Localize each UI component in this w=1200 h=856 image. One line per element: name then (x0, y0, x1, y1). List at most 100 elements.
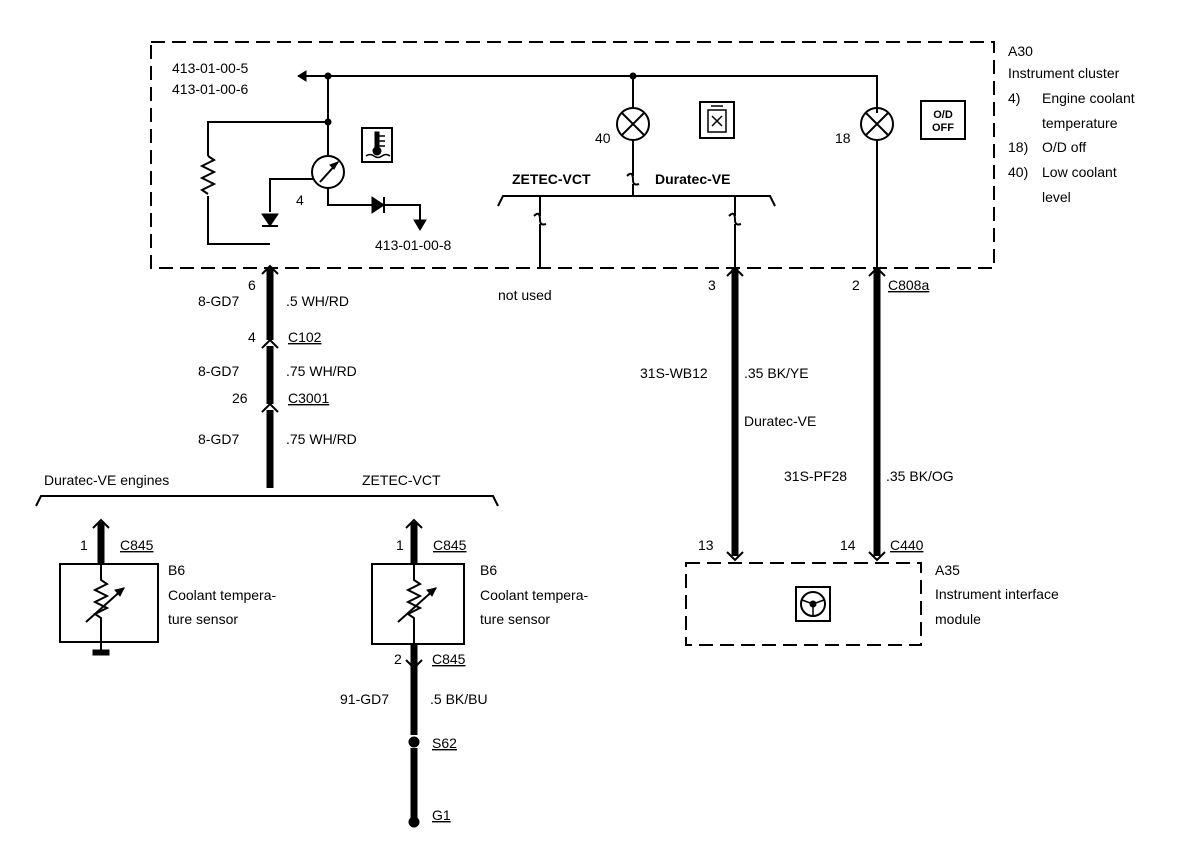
od-off-label-2: OFF (932, 122, 954, 134)
resistor-loop (207, 121, 328, 245)
wire-break-icon (533, 212, 547, 226)
ground-icon (92, 649, 110, 656)
sensor-b-name-2: ture sensor (480, 611, 550, 627)
connector-c3001-mark (261, 402, 279, 413)
connector-c3001: C3001 (288, 390, 329, 406)
connector-c102: C102 (288, 329, 322, 345)
pin-4: 4 (248, 329, 256, 345)
connector-c808a: C808a (888, 277, 929, 293)
sensor-b-pin-1: 1 (396, 537, 404, 553)
supply-line (298, 75, 878, 113)
sensor-a-box (59, 563, 159, 643)
lamp18-pin-label: 18 (835, 130, 851, 146)
a30-item-18-line1: O/D off (1042, 139, 1086, 155)
sensor-a-code: B6 (168, 562, 185, 578)
instrument-interface-module-boundary (685, 562, 922, 646)
a30-item-4-num: 4) (1008, 90, 1020, 106)
a30-item-40-line1: Low coolant (1042, 164, 1117, 180)
instrument-cluster-boundary (150, 41, 995, 269)
splice-s62: S62 (432, 735, 457, 751)
a30-item-40-line2: level (1042, 189, 1071, 205)
ref-413-01-00-8: 413-01-00-8 (375, 237, 451, 253)
lamp40-pin-label: 40 (595, 130, 611, 146)
steering-wheel-icon (800, 591, 826, 617)
thermistor-icon (85, 564, 125, 650)
diode-icon (261, 213, 279, 227)
wire-2-code: 8-GD7 (198, 363, 239, 379)
wire-6-spec: .5 BK/BU (430, 691, 488, 707)
sensor-a-pin-1: 1 (80, 537, 88, 553)
pin-6: 6 (248, 277, 256, 293)
ref-413-01-00-6: 413-01-00-6 (172, 81, 248, 97)
wire-3-spec: .75 WH/RD (286, 431, 357, 447)
sensor-b-connector-2: C845 (432, 651, 466, 667)
connector-c440: C440 (890, 537, 924, 553)
connector-mark (868, 551, 886, 562)
od-off-indicator-icon (920, 100, 966, 140)
connector-mark (726, 266, 744, 277)
ref-arrow-icon (413, 219, 427, 231)
wire-4-code: 31S-WB12 (640, 365, 708, 381)
bottom-branch-left: Duratec-VE engines (44, 472, 169, 488)
a35-name-2: module (935, 611, 981, 627)
top-branch-left: ZETEC-VCT (512, 171, 591, 187)
gauge-needle-head-icon (329, 161, 340, 170)
sensor-a-connector: C845 (120, 537, 154, 553)
pin-2: 2 (852, 277, 860, 293)
wire-5-spec: .35 BK/OG (886, 468, 954, 484)
not-used-label: not used (498, 287, 552, 303)
top-branch-bracket (497, 195, 776, 207)
sensor-b-box (371, 563, 465, 645)
resistor-icon (199, 155, 217, 195)
a35-name-1: Instrument interface (935, 586, 1059, 602)
module-symbol-box (795, 586, 831, 622)
pin-13: 13 (698, 537, 714, 553)
connector-mark (405, 659, 423, 670)
diode-icon (371, 196, 385, 214)
a30-item-18-num: 18) (1008, 139, 1028, 155)
a35-code: A35 (935, 562, 960, 578)
wire-5-code: 31S-PF28 (784, 468, 847, 484)
sensor-b-code: B6 (480, 562, 497, 578)
sensor-b-connector: C845 (433, 537, 467, 553)
pin-26: 26 (232, 390, 248, 406)
pin-14: 14 (840, 537, 856, 553)
wire-2-spec: .75 WH/RD (286, 363, 357, 379)
splice-s62-icon (408, 736, 420, 748)
duratec-ve-label: Duratec-VE (744, 413, 816, 429)
a30-code: A30 (1008, 43, 1033, 59)
wire-4-spec: .35 BK/YE (744, 365, 809, 381)
sensor-b-pin-2: 2 (394, 651, 402, 667)
wire-1-code: 8-GD7 (198, 293, 239, 309)
supply-arrow-icon (297, 70, 307, 82)
low-coolant-icon (699, 101, 735, 139)
connector-mark (726, 551, 744, 562)
top-branch-right: Duratec-VE (655, 171, 730, 187)
wire-3-code: 8-GD7 (198, 431, 239, 447)
gauge-pin-label: 4 (296, 192, 304, 208)
connector-mark (92, 518, 110, 529)
bottom-branch-bracket (35, 495, 499, 507)
pin-3: 3 (708, 277, 716, 293)
sensor-a-name-2: ture sensor (168, 611, 238, 627)
wire-6-code: 91-GD7 (340, 691, 389, 707)
ground-g1: G1 (432, 807, 451, 823)
wire-1-spec: .5 WH/RD (286, 293, 349, 309)
od-off-label-1: O/D (933, 109, 953, 121)
a30-item-4-line2: temperature (1042, 115, 1118, 131)
connector-mark (405, 518, 423, 529)
wire-break-icon (626, 172, 640, 186)
connector-c6-mark (261, 264, 279, 275)
bottom-branch-right: ZETEC-VCT (362, 472, 441, 488)
ground-g1-icon (408, 816, 420, 828)
a30-item-40-num: 40) (1008, 164, 1028, 180)
connector-mark (868, 266, 886, 277)
coolant-temperature-icon (361, 127, 393, 163)
thermistor-icon (397, 564, 437, 644)
ref-413-01-00-5: 413-01-00-5 (172, 60, 248, 76)
a30-item-4-line1: Engine coolant (1042, 90, 1135, 106)
sensor-a-name-1: Coolant tempera- (168, 587, 277, 603)
sensor-b-name-1: Coolant tempera- (480, 587, 589, 603)
connector-c102-mark (261, 338, 279, 349)
